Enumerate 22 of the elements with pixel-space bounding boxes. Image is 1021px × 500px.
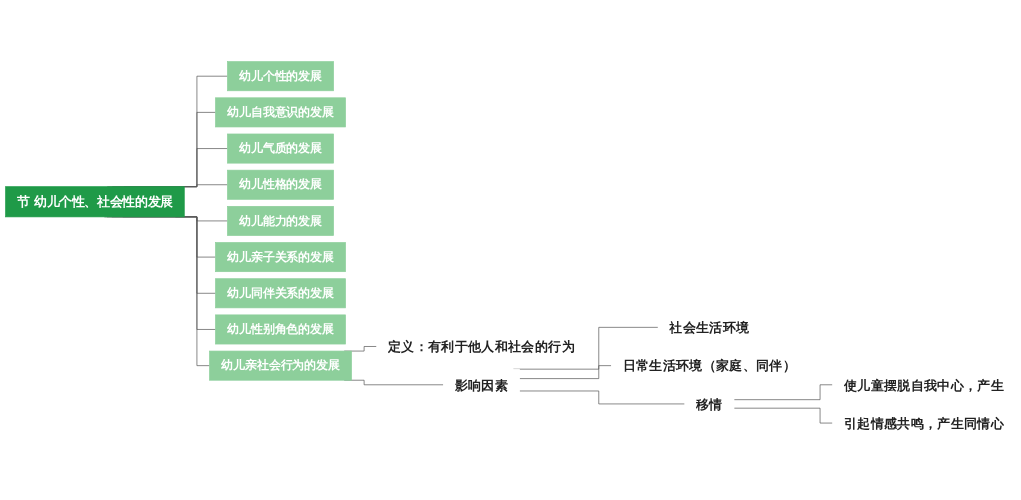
node-text: 引起情感共鸣，产生同情心 xyxy=(843,415,1005,431)
connector xyxy=(519,365,612,379)
connector xyxy=(519,390,686,405)
node-box: 节 幼儿个性、社会性的发展 xyxy=(5,186,185,218)
node-text: 日常生活环境（家庭、同伴） xyxy=(622,357,797,374)
node-text: 移情 xyxy=(696,395,723,412)
node-text: 影响因素 xyxy=(454,376,509,393)
node-text: 使儿童摆脱自我中心，产生 xyxy=(843,376,1005,393)
connector xyxy=(183,184,228,188)
node-box: 幼儿能力的发展 xyxy=(227,205,334,236)
node-box: 幼儿性格的发展 xyxy=(227,169,334,200)
connector xyxy=(733,407,834,424)
node-text: 定义：有利于他人和社会的行为 xyxy=(388,338,575,354)
node-box: 幼儿亲子关系的发展 xyxy=(215,242,346,272)
node-box: 幼儿气质的发展 xyxy=(227,133,334,164)
node-text: 社会生活环境 xyxy=(669,319,750,335)
node-box: 幼儿性别角色的发展 xyxy=(215,314,346,345)
connector xyxy=(733,384,834,400)
node-box: 幼儿个性的发展 xyxy=(227,61,334,91)
node-box: 幼儿亲社会行为的发展 xyxy=(209,350,352,381)
node-box: 幼儿自我意识的发展 xyxy=(215,97,346,128)
node-box: 幼儿同伴关系的发展 xyxy=(215,278,346,309)
